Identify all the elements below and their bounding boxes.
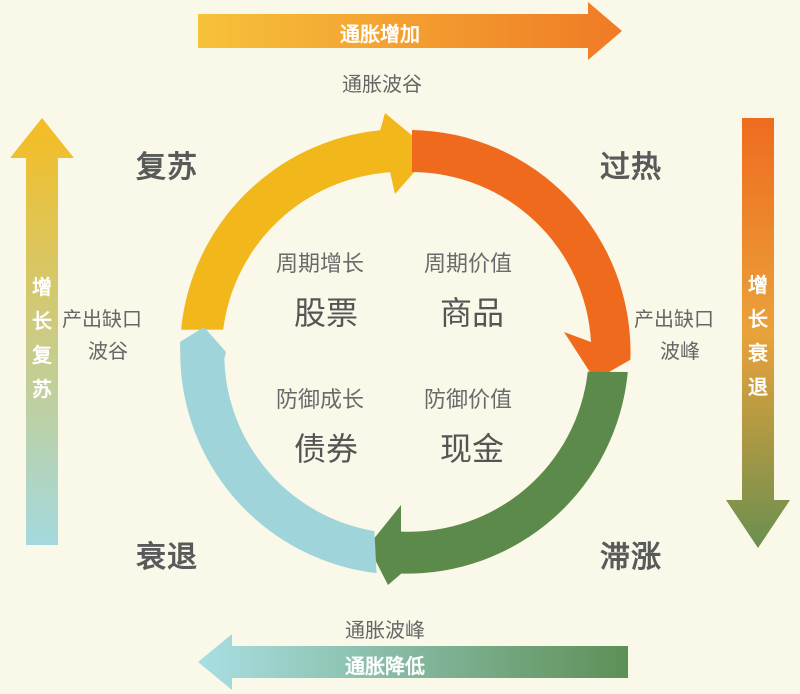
- inflation-trough-label: 通胀波谷: [342, 72, 422, 96]
- growth-recovery-arrow: [10, 118, 74, 545]
- quadrant-bottom-left-asset: 债券: [294, 430, 359, 468]
- cycle-segment-overheat: [412, 130, 631, 380]
- growth-recovery-label: 增长复苏: [32, 275, 52, 401]
- quadrant-top-right-asset: 商品: [440, 294, 505, 332]
- inflation-increase-label: 通胀增加: [340, 22, 420, 46]
- inflation-decrease-arrow: [198, 634, 628, 690]
- quadrant-bottom-right-asset: 现金: [440, 430, 505, 468]
- quadrant-bottom-right-subtitle: 防御价值: [424, 388, 513, 413]
- quadrant-top-left-subtitle: 周期增长: [276, 252, 365, 277]
- phase-stagflation-label: 滞涨: [600, 540, 662, 575]
- cycle-segment-stagflation: [368, 371, 628, 585]
- cycle-segment-recession: [180, 327, 377, 574]
- growth-recession-arrow: [726, 118, 790, 548]
- growth-recession-label: 增长衰退: [748, 273, 768, 399]
- phase-overheat-label: 过热: [600, 150, 662, 185]
- quadrant-top-left-asset: 股票: [294, 294, 359, 332]
- phase-recovery-label: 复苏: [136, 150, 198, 185]
- cycle-segment-recovery: [181, 113, 432, 330]
- phase-recession-label: 衰退: [136, 540, 198, 575]
- quadrant-bottom-left-subtitle: 防御成长: [276, 388, 365, 413]
- output-gap-trough-line2: 波谷: [88, 339, 128, 363]
- inflation-increase-arrow: [198, 2, 622, 60]
- output-gap-peak-line1: 产出缺口: [634, 307, 714, 331]
- output-gap-trough-line1: 产出缺口: [62, 307, 142, 331]
- quadrant-top-right-subtitle: 周期价值: [424, 252, 513, 277]
- output-gap-peak-line2: 波峰: [660, 339, 700, 363]
- inflation-peak-label: 通胀波峰: [345, 618, 425, 642]
- inflation-decrease-label: 通胀降低: [345, 654, 425, 678]
